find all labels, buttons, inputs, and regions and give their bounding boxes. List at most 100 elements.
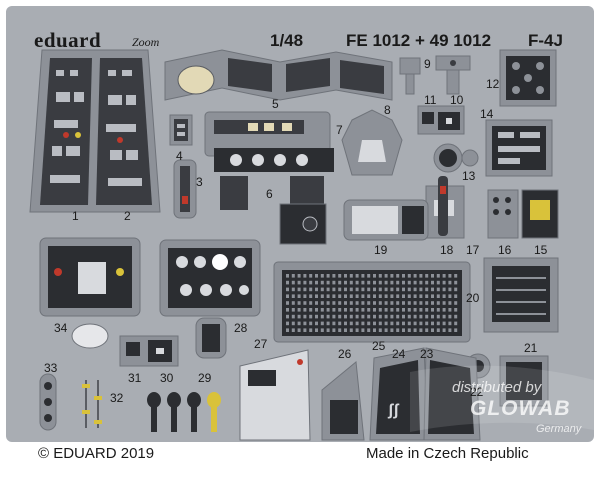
perforation-hole (344, 280, 347, 285)
perforation-hole (407, 301, 411, 305)
perforation-hole (367, 301, 371, 305)
perforation-hole (332, 308, 336, 312)
perforation-hole (297, 301, 301, 305)
part-number: 4 (176, 149, 183, 163)
part-27-panel (239, 349, 311, 441)
part-number: 26 (338, 347, 352, 361)
part-number: 21 (524, 341, 538, 355)
perforation-hole (315, 308, 318, 312)
perforation-hole (396, 314, 400, 319)
perforation-hole (431, 328, 434, 332)
perforation-hole (320, 294, 324, 298)
perforation-hole (286, 280, 289, 285)
perforation-hole (384, 280, 388, 285)
perforation-hole (326, 280, 330, 285)
perforation-hole (390, 274, 394, 278)
perforation-hole (286, 321, 289, 326)
perforation-hole (355, 308, 359, 312)
perforation-hole (309, 274, 313, 278)
perforation-hole (442, 321, 446, 326)
part-1-2-side-consoles (29, 49, 161, 213)
perforation-hole (419, 314, 423, 319)
perforation-hole (384, 314, 388, 319)
perforation-hole (431, 274, 434, 278)
perforation-hole (303, 308, 307, 312)
perforation-hole (326, 321, 330, 326)
perforation-hole (367, 308, 371, 312)
perforation-hole (367, 287, 371, 292)
part-number: 23 (420, 347, 434, 361)
perforation-hole (442, 301, 446, 305)
perforation-hole (297, 280, 301, 285)
perforation-hole (361, 287, 365, 292)
perforation-hole (373, 287, 376, 292)
perforation-hole (436, 308, 440, 312)
perforation-hole (402, 301, 405, 305)
perforation-hole (320, 280, 324, 285)
perforation-hole (448, 280, 452, 285)
perforation-hole (448, 321, 452, 326)
perforation-hole (355, 321, 359, 326)
part-25-screen (273, 261, 471, 343)
perforation-hole (436, 294, 440, 298)
perforation-hole (309, 328, 313, 332)
part-number: 9 (424, 57, 431, 71)
perforation-hole (315, 294, 318, 298)
perforation-hole (291, 274, 295, 278)
part-number: 15 (534, 243, 548, 257)
aircraft-label: F-4J (528, 31, 563, 50)
perforation-hole (303, 321, 307, 326)
perforation-hole (338, 294, 342, 298)
perforation-hole (413, 301, 417, 305)
part-number: 2 (124, 209, 131, 223)
perforation-hole (373, 321, 376, 326)
perforation-hole (407, 280, 411, 285)
perforation-hole (291, 328, 295, 332)
part-15-16-17-18-panels (425, 176, 559, 239)
perforation-hole (425, 314, 429, 319)
part-23-24-consoles: ʃʃ (369, 347, 481, 441)
perforation-hole (303, 328, 307, 332)
part-26-console (321, 361, 365, 441)
perforation-hole (326, 314, 330, 319)
part-number: 11 (424, 93, 437, 107)
perforation-hole (326, 274, 330, 278)
perforation-hole (442, 280, 446, 285)
part-33-strap (39, 373, 57, 431)
scale-label: 1/48 (270, 31, 304, 50)
perforation-hole (355, 294, 359, 298)
zoom-logo: Zoom (132, 35, 160, 49)
watermark-line-3: Germany (536, 423, 582, 435)
perforation-hole (332, 287, 336, 292)
perforation-hole (373, 280, 376, 285)
perforation-hole (442, 328, 446, 332)
part-19-rail (343, 199, 429, 241)
part-6-7-main-panel (204, 111, 334, 245)
perforation-hole (355, 314, 359, 319)
part-number: 33 (44, 361, 58, 375)
part-number: 12 (486, 77, 500, 91)
perforation-hole (402, 287, 405, 292)
perforation-hole (448, 308, 452, 312)
perforation-hole (378, 314, 382, 319)
perforation-hole (413, 308, 417, 312)
perforation-hole (355, 328, 359, 332)
perforation-hole (303, 314, 307, 319)
part-number: 24 (392, 347, 406, 361)
perforation-hole (338, 287, 342, 292)
perforation-hole (286, 294, 289, 298)
perforation-hole (431, 301, 434, 305)
perforation-hole (396, 287, 400, 292)
perforation-hole (361, 321, 365, 326)
perforation-hole (442, 294, 446, 298)
perforation-hole (297, 328, 301, 332)
perforation-hole (373, 314, 376, 319)
perforation-hole (419, 308, 423, 312)
perforation-hole (338, 280, 342, 285)
perforation-hole (361, 280, 365, 285)
perforation-hole (390, 328, 394, 332)
perforation-hole (286, 287, 289, 292)
perforation-hole (454, 328, 458, 332)
perforation-hole (448, 328, 452, 332)
